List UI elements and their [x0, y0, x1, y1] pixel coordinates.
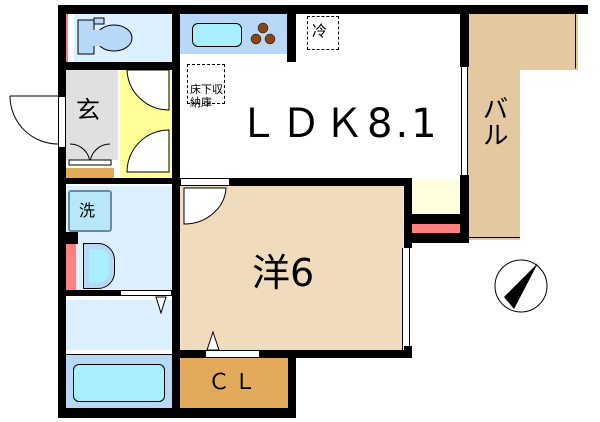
western-room-label: 洋6 — [252, 251, 315, 295]
wall-wash-mid — [66, 290, 120, 296]
entrance-door-swing — [9, 95, 59, 145]
toilet-accent — [66, 14, 68, 62]
entrance-label: 玄 — [76, 96, 100, 124]
washer-space — [68, 190, 112, 232]
bathtub-icon — [73, 364, 165, 402]
shoe-cabinet — [66, 168, 114, 178]
western-window[interactable] — [402, 248, 410, 350]
underfloor-storage-label-1: 床下収 — [190, 83, 223, 96]
wall-toilet-right — [172, 5, 180, 180]
closet-door[interactable] — [205, 350, 260, 358]
wall-top — [58, 5, 588, 14]
closet-door-arrow — [206, 330, 220, 350]
wall-ldk-right-upper — [460, 5, 469, 67]
closet — [180, 358, 288, 408]
washer-label: 洗 — [79, 201, 96, 220]
cabinet-doors-icon — [68, 143, 112, 166]
ldk-door-opening[interactable] — [180, 178, 230, 186]
wall-closet-right — [288, 350, 296, 418]
wall-wash-divider — [172, 186, 180, 418]
accent-red-ldk — [410, 224, 460, 233]
balcony-cutout — [520, 70, 600, 250]
wall-left-upper — [58, 5, 66, 97]
bath-anteroom — [66, 300, 172, 350]
western-room — [180, 186, 404, 350]
hallway-door-swings — [126, 69, 170, 173]
sink-icon — [192, 23, 242, 47]
wall-entrance-bottom — [58, 178, 180, 184]
wall-wash-left-block — [66, 232, 78, 244]
entrance-door[interactable] — [58, 96, 66, 148]
wall-western-top — [172, 178, 412, 186]
underfloor-storage-label-2: 納庫 — [190, 96, 212, 109]
bath-sliding-door[interactable] — [120, 290, 172, 296]
accent-red-wash — [66, 244, 76, 290]
western-door-swing — [183, 187, 227, 225]
wall-western-right — [404, 178, 412, 248]
fridge-space — [307, 16, 339, 50]
balcony-label: バル — [478, 95, 508, 147]
wall-toilet-bottom — [58, 62, 178, 70]
ldk-label: ＬＤＫ8.1 — [238, 101, 440, 147]
fridge-label: 冷 — [312, 22, 328, 40]
stove-icon — [250, 22, 276, 45]
wall-kitchen-partition — [287, 5, 296, 62]
compass-icon — [494, 259, 548, 313]
wall-ldk-right-lower — [460, 175, 469, 243]
closet-label: ＣＬ — [208, 370, 261, 395]
toilet-icon — [77, 17, 133, 55]
bath-door-arrow — [155, 296, 167, 314]
washbasin-icon — [83, 243, 115, 289]
ldk-window[interactable] — [461, 67, 468, 175]
wall-left-lower — [58, 148, 66, 418]
underfloor-storage — [187, 64, 225, 104]
